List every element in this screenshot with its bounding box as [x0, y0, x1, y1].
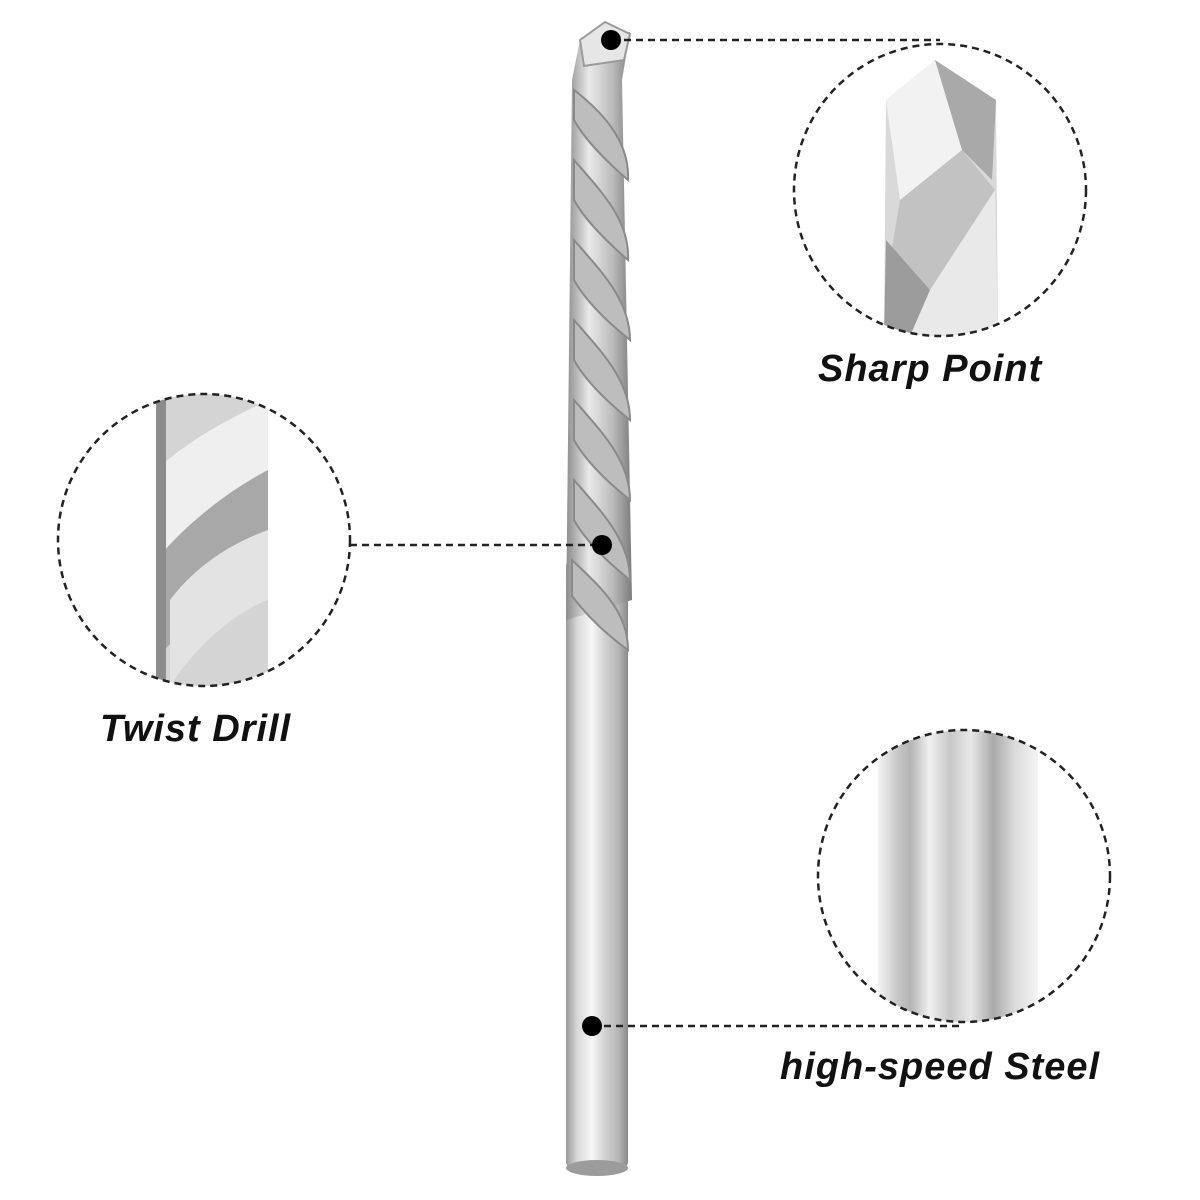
- dot-twist-drill: [592, 535, 612, 555]
- high-speed-steel-label: high-speed Steel: [780, 1046, 1101, 1088]
- drill-bit: [566, 20, 632, 1176]
- anchor-dots: [582, 30, 621, 1036]
- flute-spirals: [571, 87, 632, 652]
- zoom-circle-twist-drill: [56, 392, 352, 688]
- shank-end: [566, 1160, 628, 1176]
- zoom-circle-sharp-point: [792, 42, 1088, 338]
- zoom-circle-high-speed-steel: [816, 728, 1112, 1024]
- drill-shank: [566, 560, 628, 1168]
- sharp-point-label: Sharp Point: [818, 348, 1043, 390]
- leader-lines: [350, 38, 964, 1028]
- dot-sharp-point: [601, 30, 621, 50]
- twist-drill-label: Twist Drill: [100, 708, 292, 750]
- dot-high-speed-steel: [582, 1016, 602, 1036]
